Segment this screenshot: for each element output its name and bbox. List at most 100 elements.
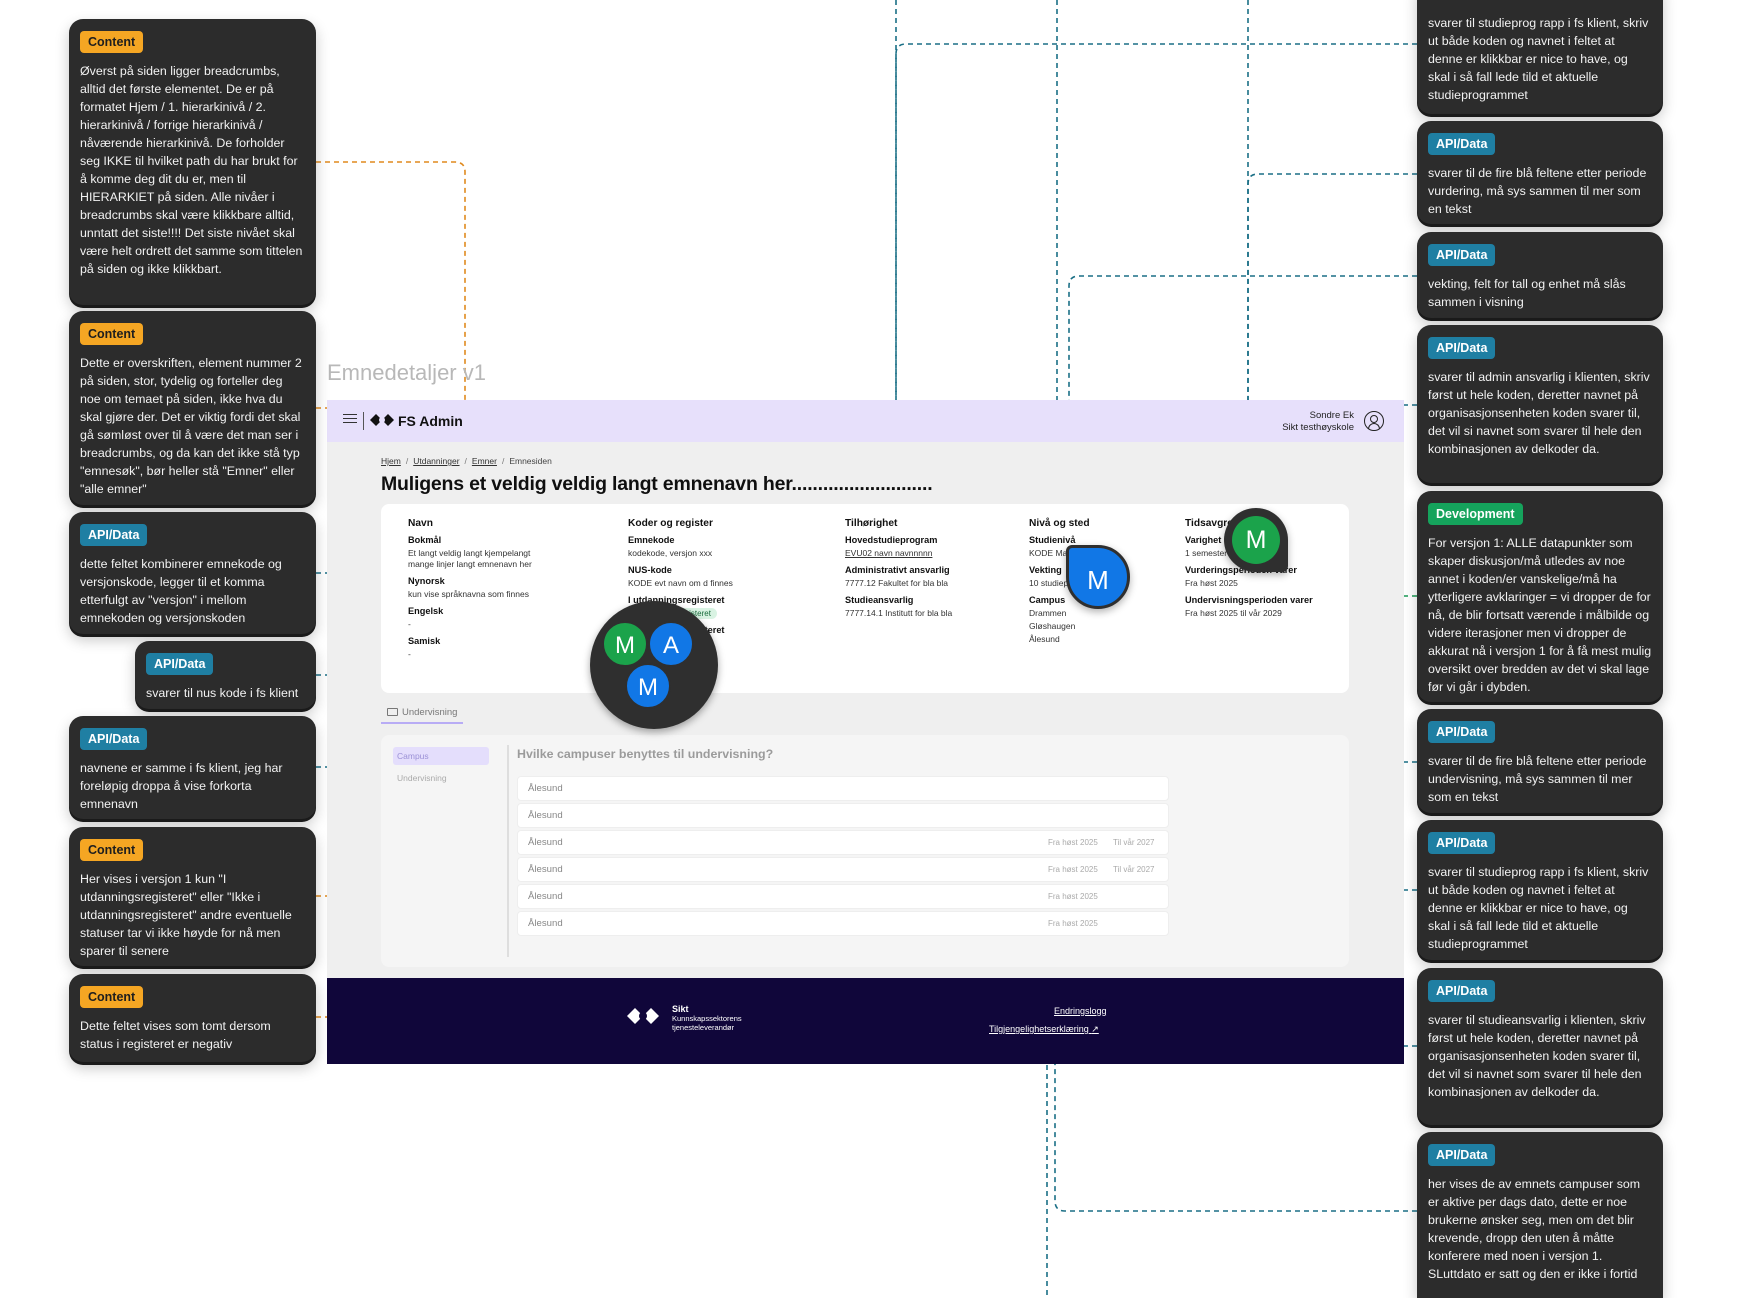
field-label: Samisk — [408, 636, 441, 646]
note-register[interactable]: Content Her vises i versjon 1 kun "I utd… — [69, 827, 316, 966]
note-nus[interactable]: API/Data svarer til nus kode i fs klient — [135, 641, 316, 709]
tab-label: Undervisning — [402, 707, 458, 718]
note-text: svarer til admin ansvarlig i klienten, s… — [1428, 370, 1650, 456]
note-navn[interactable]: API/Data navnene er samme i fs klient, j… — [69, 716, 316, 819]
field-label: Administrativt ansvarlig — [845, 565, 950, 575]
col-tilhorighet: Tilhørighet Hovedstudieprogram EVU02 nav… — [845, 518, 965, 619]
note-tag: Content — [80, 839, 144, 861]
note-vurdering[interactable]: API/Data svarer til de fire blå feltene … — [1417, 121, 1663, 224]
field-value: - — [408, 619, 411, 629]
fs-logo-icon — [370, 414, 394, 426]
note-text: For versjon 1: ALLE datapunkter som skap… — [1428, 536, 1652, 694]
tab-bar: Undervisning — [381, 702, 464, 724]
avatar[interactable]: M — [1224, 508, 1288, 572]
note-vekting[interactable]: API/Data vekting, felt for tall og enhet… — [1417, 232, 1663, 318]
avatar: A — [648, 621, 694, 667]
avatar: M — [602, 621, 648, 667]
note-text: Dette feltet vises som tomt dersom statu… — [80, 1019, 271, 1051]
note-tag: Content — [80, 31, 144, 53]
studieprogram-link[interactable]: EVU02 navn navnnnnn — [845, 548, 933, 558]
tab-undervisning[interactable]: Undervisning — [381, 703, 464, 724]
page-title: Muligens et veldig veldig langt emnenavn… — [381, 473, 933, 495]
field-label: Hovedstudieprogram — [845, 535, 938, 545]
user-name: Sondre Ek — [1309, 410, 1354, 421]
campus-name: Ålesund — [528, 864, 563, 875]
note-emnekode[interactable]: API/Data dette feltet kombinerer emnekod… — [69, 512, 316, 634]
note-studieprog-2[interactable]: API/Data svarer til studieprog rapp i fs… — [1417, 820, 1663, 960]
note-undervisningsperiode[interactable]: API/Data svarer til de fire blå feltene … — [1417, 709, 1663, 813]
footer: Sikt Kunnskapssektorens tjenesteleverand… — [327, 978, 1404, 1064]
field-value: Gløshaugen — [1029, 621, 1076, 631]
note-development[interactable]: Development For versjon 1: ALLE datapunk… — [1417, 491, 1663, 702]
avatar[interactable]: M — [1066, 545, 1130, 609]
field-value: - — [408, 649, 411, 659]
field-label: I utdanningsregisteret — [628, 595, 725, 605]
field-value: Fra høst 2025 til vår 2029 — [1185, 608, 1282, 618]
note-tag: API/Data — [80, 728, 148, 750]
campus-name: Ålesund — [528, 918, 563, 929]
book-icon — [387, 708, 398, 716]
note-tag: Development — [1428, 503, 1523, 525]
note-breadcrumbs[interactable]: Content Øverst på siden ligger breadcrum… — [69, 19, 316, 305]
breadcrumb-utdanninger[interactable]: Utdanninger — [413, 456, 460, 466]
link-label: Tilgjengelighetserklæring — [989, 1024, 1089, 1034]
col-heading: Nivå og sted — [1029, 518, 1090, 529]
field-label: Vekting — [1029, 565, 1062, 575]
emnedetaljer-frame: FS Admin Sondre Ek Sikt testhøyskole Hje… — [327, 400, 1404, 1064]
field-label: Studieansvarlig — [845, 595, 914, 605]
endringslogg-link[interactable]: Endringslogg — [1054, 1006, 1107, 1016]
note-admin-ansvarlig[interactable]: API/Data svarer til admin ansvarlig i kl… — [1417, 325, 1663, 483]
note-studieansvarlig[interactable]: API/Data svarer til studieansvarlig i kl… — [1417, 968, 1663, 1125]
campus-from: Fra høst 2025 — [1048, 919, 1098, 928]
user-org: Sikt testhøyskole — [1282, 422, 1354, 433]
side-nav-undervisning[interactable]: Undervisning — [397, 773, 447, 783]
user-info[interactable]: Sondre Ek Sikt testhøyskole — [1282, 410, 1354, 434]
campus-from: Fra høst 2025 — [1048, 865, 1098, 874]
note-tag: API/Data — [1428, 980, 1496, 1002]
field-label: Emnekode — [628, 535, 675, 545]
note-tag: API/Data — [1428, 244, 1496, 266]
breadcrumb-hjem[interactable]: Hjem — [381, 456, 401, 466]
side-nav-campus[interactable]: Campus — [393, 747, 489, 765]
avatar-initial: M — [1232, 516, 1280, 564]
divider — [507, 745, 509, 957]
frame-title: Emnedetaljer v1 — [327, 360, 486, 385]
campus-from: Fra høst 2025 — [1048, 838, 1098, 847]
tilgjengelighet-link[interactable]: Tilgjengelighetserklæring ↗ — [989, 1024, 1099, 1035]
field-value: Fra høst 2025 — [1185, 578, 1238, 588]
sikt-logo-icon — [627, 1008, 659, 1024]
avatar-cluster[interactable]: M A M — [590, 601, 718, 729]
breadcrumb-current: Emnesiden — [509, 456, 552, 466]
app-brand[interactable]: FS Admin — [398, 413, 463, 429]
note-studieprog[interactable]: svarer til studieprog rapp i fs klient, … — [1417, 0, 1663, 114]
note-text: Øverst på siden ligger breadcrumbs, allt… — [80, 64, 303, 276]
menu-icon[interactable] — [343, 411, 357, 425]
note-text: svarer til studieansvarlig i klienten, s… — [1428, 1013, 1646, 1099]
top-bar: FS Admin Sondre Ek Sikt testhøyskole — [327, 400, 1404, 442]
campus-to: Til vår 2027 — [1113, 865, 1155, 874]
org-line: Kunnskapssektorens — [672, 1014, 742, 1023]
list-item: Ålesund — [517, 803, 1169, 828]
divider — [363, 412, 364, 430]
note-text: svarer til studieprog rapp i fs klient, … — [1428, 865, 1649, 951]
campus-panel: Campus Undervisning Hvilke campuser beny… — [381, 735, 1349, 967]
note-text: Dette er overskriften, element nummer 2 … — [80, 356, 302, 496]
list-item: Ålesund Fra høst 2025 Til vår 2027 — [517, 857, 1169, 882]
field-value: KODE evt navn om d finnes — [628, 578, 733, 588]
note-campus[interactable]: API/Data her vises de av emnets campuser… — [1417, 1132, 1663, 1298]
note-tag: API/Data — [1428, 832, 1496, 854]
note-status[interactable]: Content Dette feltet vises som tomt ders… — [69, 974, 316, 1062]
campus-name: Ålesund — [528, 810, 563, 821]
field-value: 10 studiepoeng — [1029, 578, 1088, 588]
campus-name: Ålesund — [528, 783, 563, 794]
note-text: Her vises i versjon 1 kun "I utdanningsr… — [80, 872, 292, 958]
org-line: tjenesteleverandør — [672, 1023, 735, 1032]
footer-org: Sikt Kunnskapssektorens tjenesteleverand… — [672, 1005, 742, 1033]
user-avatar-icon[interactable] — [1364, 411, 1384, 431]
breadcrumb-emner[interactable]: Emner — [471, 456, 497, 466]
note-title[interactable]: Content Dette er overskriften, element n… — [69, 311, 316, 505]
note-tag: Content — [80, 323, 144, 345]
field-value: 7777.14.1 Institutt for bla bla — [845, 608, 953, 618]
